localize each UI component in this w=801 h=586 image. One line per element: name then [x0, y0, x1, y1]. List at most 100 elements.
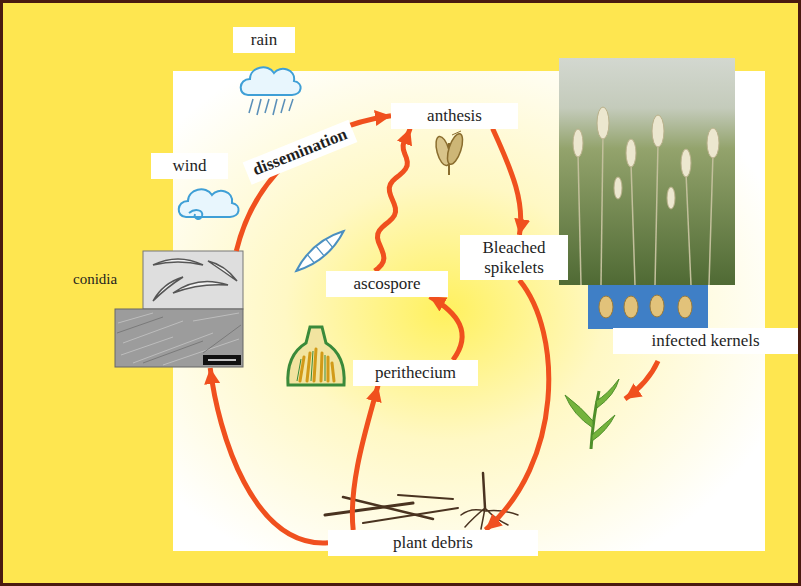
wind-cloud — [189, 210, 202, 219]
perithecium-icon — [311, 351, 313, 381]
plant-debris-icon — [325, 503, 413, 515]
perithecium-icon — [327, 357, 330, 381]
perithecium-icon — [288, 327, 344, 385]
stage-box: Bleached spikelets — [460, 235, 568, 280]
wheat-field-photo — [707, 128, 719, 158]
wheat-field-photo — [573, 107, 719, 209]
cycle-arrow — [430, 297, 462, 361]
anthesis-icon — [452, 131, 461, 135]
plant-debris-icon — [343, 497, 433, 519]
kernels-photo — [599, 296, 613, 318]
stage-label: perithecium — [359, 363, 472, 383]
image-caption-box: conidia — [71, 251, 245, 368]
conidia-micrograph — [153, 259, 237, 301]
wheat-field-photo — [597, 107, 609, 139]
stage-label: ascospore — [332, 274, 442, 294]
ascospore-icon — [292, 226, 348, 276]
wheat-field-photo — [614, 177, 622, 199]
anthesis-icon — [433, 131, 465, 175]
weather-label: wind — [151, 153, 228, 179]
wheat-field-photo — [655, 143, 658, 285]
conidia-micrograph — [193, 313, 239, 321]
cycle-arrow — [352, 386, 378, 531]
kernels-photo — [624, 296, 638, 318]
rain-cloud — [241, 67, 301, 115]
seedling-icon — [565, 379, 619, 449]
wheat-field-photo — [667, 187, 675, 209]
seedling-icon — [596, 379, 619, 408]
conidia-micrograph — [121, 337, 173, 355]
rain-cloud — [241, 67, 301, 95]
perithecium-icon — [321, 353, 322, 381]
ascospore-icon — [292, 226, 348, 276]
conidia-micrograph — [115, 251, 243, 367]
perithecium-icon — [288, 327, 344, 385]
stage-box: infected kernels — [613, 328, 798, 354]
kernels-photo — [650, 295, 664, 317]
wheat-field-photo — [559, 58, 735, 285]
plant-debris-icon — [398, 495, 453, 499]
conidia-micrograph — [203, 325, 241, 353]
rain-cloud — [289, 99, 293, 111]
stage-box: perithecium — [353, 360, 478, 386]
wheat-field-photo — [631, 163, 635, 285]
conidia-micrograph — [143, 251, 243, 309]
conidia-micrograph — [208, 359, 236, 361]
seedling-icon — [592, 415, 615, 441]
rain-cloud — [265, 99, 269, 113]
wheat-field-photo — [626, 139, 636, 167]
conidia-micrograph — [208, 261, 237, 281]
perithecium-icon — [332, 363, 334, 381]
anthesis-icon — [444, 132, 465, 166]
wheat-field-photo — [559, 58, 735, 285]
kernels-photo — [599, 295, 692, 318]
stage-box: anthesis — [391, 103, 518, 129]
stage-box: plant debris — [328, 530, 538, 556]
perithecium-icon — [325, 355, 326, 381]
cycle-arrow — [493, 129, 521, 236]
ascospore-icon — [308, 255, 314, 263]
perithecium-icon — [307, 353, 310, 381]
node-layer: anthesisBleached spikelets conidia ascospo… — [3, 3, 801, 586]
kernels-photo — [588, 285, 708, 329]
stage-label: infected kernels — [619, 331, 792, 351]
cycle-arrow — [210, 368, 328, 543]
wheat-field-photo — [573, 129, 583, 157]
perithecium-icon — [297, 359, 301, 381]
wind-cloud — [179, 189, 239, 219]
perithecium-icon — [314, 349, 316, 381]
wheat-field-photo — [578, 153, 581, 285]
cycle-arrow — [236, 116, 391, 251]
conidia-micrograph — [173, 281, 228, 293]
ascospore-icon — [316, 246, 324, 255]
wheat-field-photo — [709, 153, 713, 285]
ascospore-icon — [307, 239, 333, 264]
perithecium-icon — [300, 349, 334, 381]
stage-label: anthesis — [397, 106, 512, 126]
plant-debris-icon — [483, 473, 485, 508]
seedling-icon — [565, 395, 593, 428]
rain-cloud — [273, 99, 277, 115]
decor-arrow — [625, 361, 658, 399]
cycle-arrow — [486, 280, 549, 530]
plant-debris-icon — [363, 508, 458, 523]
wheat-field-photo — [652, 115, 664, 147]
perithecium-icon — [297, 351, 325, 381]
conidia-micrograph — [115, 309, 243, 367]
wheat-field-photo — [578, 133, 713, 285]
conidia-micrograph — [118, 313, 153, 323]
kernels-photo — [588, 285, 708, 329]
cycle-arrow — [375, 129, 410, 272]
conidia-micrograph — [143, 341, 203, 363]
stage-label: Bleached spikelets — [466, 238, 562, 277]
label-layer: rainwinddissemination — [3, 3, 801, 586]
wheat-field-photo — [601, 133, 603, 285]
conidia-micrograph — [117, 317, 163, 333]
wheat-field-photo — [681, 149, 691, 177]
rain-cloud — [249, 99, 253, 113]
rain-cloud — [249, 99, 293, 115]
conidia-micrograph — [123, 321, 183, 343]
conidia-micrograph — [153, 277, 183, 301]
arrow-label: dissemination — [243, 119, 358, 184]
